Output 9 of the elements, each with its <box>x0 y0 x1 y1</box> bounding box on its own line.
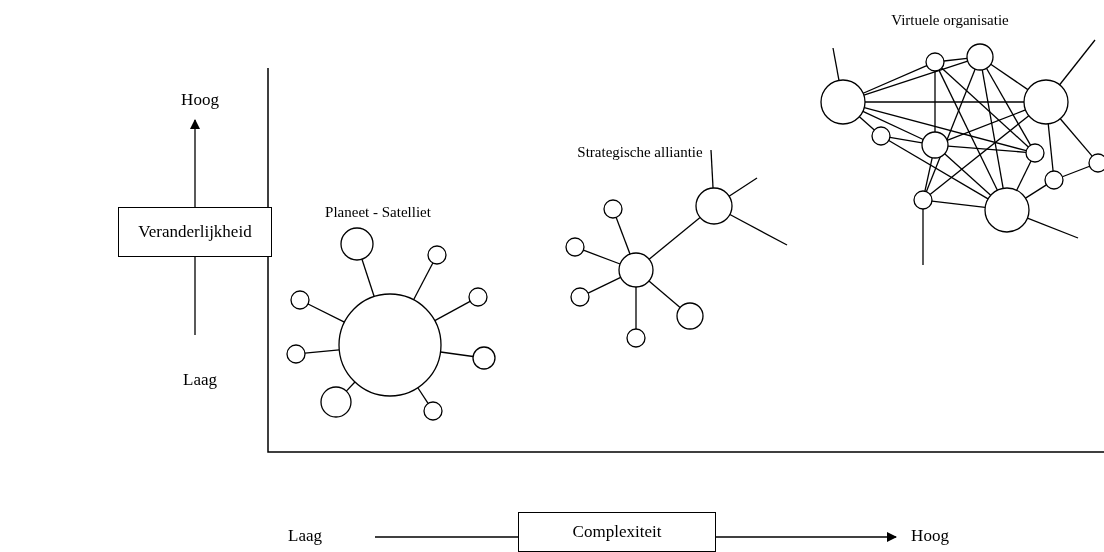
axis-label-box: Veranderlijkheid <box>118 207 272 257</box>
axis-label: Laag <box>288 526 322 546</box>
axis-label: Laag <box>183 370 217 390</box>
axis-label: Hoog <box>181 90 219 110</box>
axis-label-box: Complexiteit <box>518 512 716 552</box>
axis-label: Hoog <box>911 526 949 546</box>
axis-label: Planeet - Satelliet <box>325 203 431 221</box>
axis-label: Strategische alliantie <box>577 143 703 161</box>
axis-label: Virtuele organisatie <box>891 11 1009 29</box>
